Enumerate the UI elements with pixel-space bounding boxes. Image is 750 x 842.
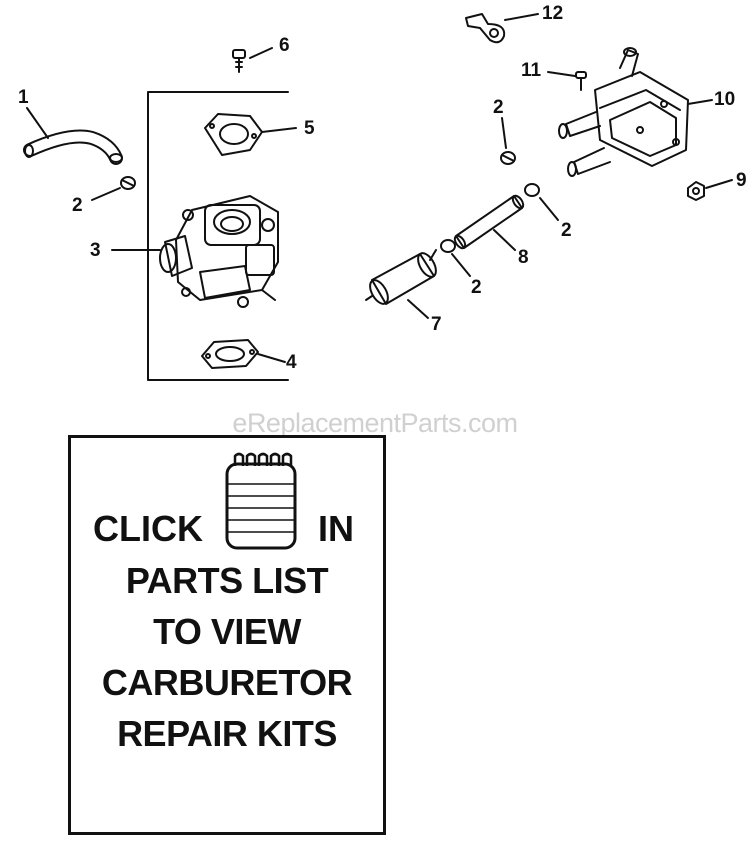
leader-12 — [504, 13, 539, 21]
callout-6: 6 — [279, 35, 290, 56]
leader-2b — [501, 117, 507, 149]
leader-8 — [493, 229, 516, 251]
callout-9: 9 — [736, 170, 747, 191]
leader-7 — [407, 299, 429, 319]
callout-2: 2 — [72, 195, 83, 216]
leader-4 — [257, 353, 286, 363]
leader-9 — [705, 179, 733, 189]
assembly-bracket — [147, 91, 289, 381]
kit-in-text: IN — [318, 508, 354, 549]
part-2-clamp-a[interactable] — [120, 176, 136, 190]
callout-2-pump: 2 — [493, 97, 504, 118]
leader-2a — [91, 187, 121, 201]
kit-line-carburetor: CARBURETOR — [101, 662, 353, 703]
part-6-screw[interactable] — [232, 49, 246, 73]
part-7-fuel-filter[interactable] — [365, 249, 440, 307]
part-1-hose[interactable] — [23, 129, 123, 165]
leader-6 — [249, 47, 273, 59]
callout-5: 5 — [304, 118, 315, 139]
leader-2d — [451, 253, 471, 277]
callout-11: 11 — [521, 60, 542, 81]
leader-5 — [261, 127, 297, 133]
part-2-clamp-d[interactable] — [440, 239, 456, 253]
callout-3: 3 — [90, 240, 101, 261]
part-10-fuel-pump[interactable] — [558, 47, 689, 177]
callout-2-line-top: 2 — [561, 220, 572, 241]
kit-click-text: CLICK — [93, 508, 203, 549]
part-9-nut[interactable] — [687, 181, 705, 201]
part-11-screw[interactable] — [575, 71, 587, 91]
leader-10 — [687, 99, 713, 105]
callout-10: 10 — [714, 89, 736, 110]
part-5-gasket[interactable] — [204, 113, 263, 156]
parts-diagram — [23, 13, 733, 381]
kit-line-to-view: TO VIEW — [153, 611, 301, 652]
watermark: eReplacementParts.com — [232, 408, 518, 438]
leader-11 — [547, 71, 576, 77]
leader-2c — [539, 197, 559, 221]
callout-2-line-bottom: 2 — [471, 277, 482, 298]
part-2-clamp-c[interactable] — [524, 183, 540, 197]
kit-line-repair-kits: REPAIR KITS — [117, 713, 337, 754]
part-8-fuel-line[interactable] — [453, 194, 526, 250]
part-12-clip[interactable] — [465, 13, 506, 44]
callout-4: 4 — [286, 352, 297, 373]
callout-8: 8 — [518, 247, 529, 268]
part-4-gasket[interactable] — [201, 339, 259, 369]
notebook-icon[interactable] — [221, 450, 301, 550]
callout-12: 12 — [542, 3, 564, 24]
callout-7: 7 — [431, 314, 442, 335]
repair-kit-notice: CLICK IN PARTS LIST TO VIEW CARBURETOR R… — [68, 435, 386, 835]
part-2-clamp-b[interactable] — [500, 151, 516, 165]
kit-line-parts-list: PARTS LIST — [125, 560, 329, 601]
part-3-carburetor[interactable] — [159, 195, 279, 308]
leader-1 — [26, 107, 49, 139]
callout-1: 1 — [18, 87, 29, 108]
